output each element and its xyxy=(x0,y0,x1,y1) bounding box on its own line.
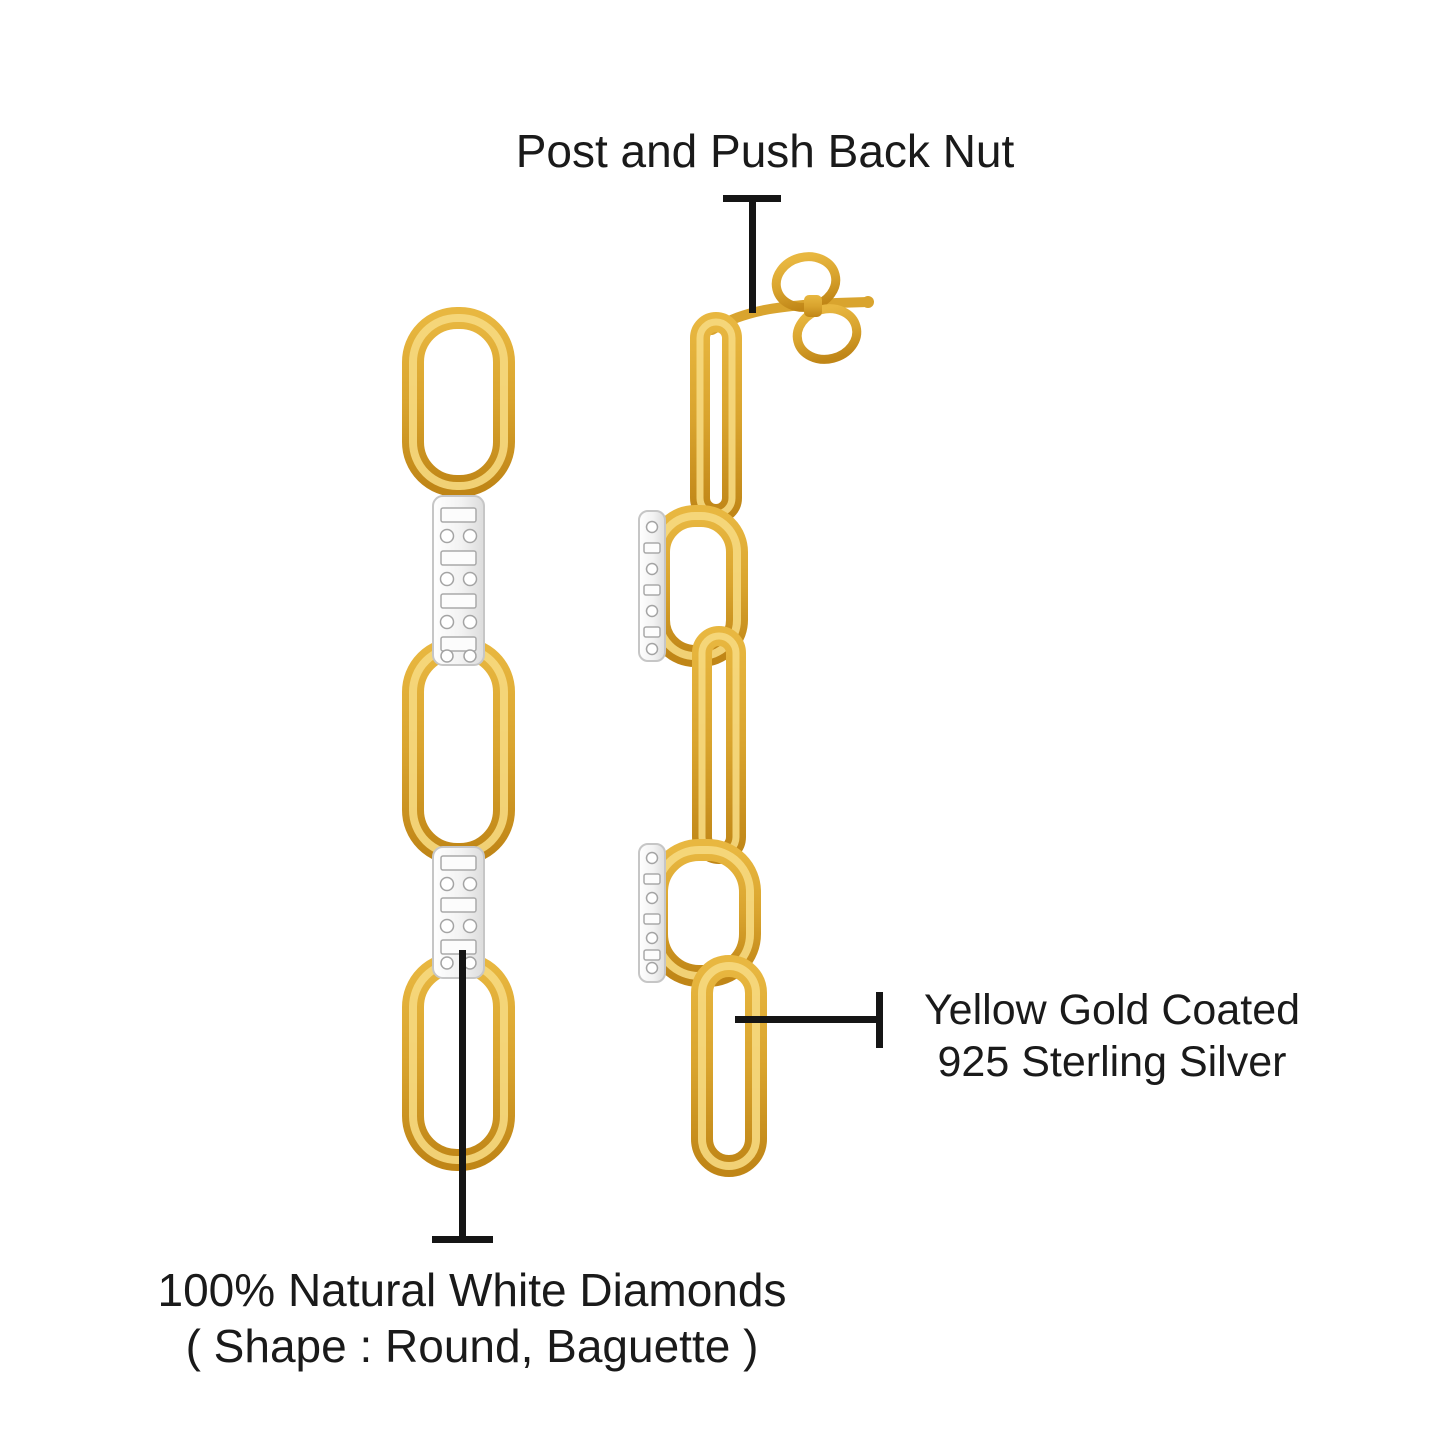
label-material-line2: 925 Sterling Silver xyxy=(937,1038,1287,1087)
diamond-baguette xyxy=(643,913,661,925)
callout-top-stem xyxy=(749,195,756,313)
diamond-round xyxy=(645,961,659,975)
diamond-round xyxy=(462,571,478,587)
diamond-round xyxy=(463,649,477,663)
diamond-round xyxy=(645,604,659,618)
callout-right-stem xyxy=(735,1016,881,1023)
callout-lines xyxy=(432,195,883,1243)
diamond-strip-upper xyxy=(638,510,666,662)
label-diamonds-line2: ( Shape : Round, Baguette ) xyxy=(185,1320,759,1373)
diamond-round xyxy=(645,891,659,905)
chain-link-side-bottom xyxy=(691,955,767,1177)
diamond-baguette xyxy=(440,593,477,609)
diamond-baguette xyxy=(440,855,477,871)
diamond-round xyxy=(645,931,659,945)
diamond-round xyxy=(439,571,455,587)
butterfly-loop-lower xyxy=(792,304,862,364)
diamond-round xyxy=(462,918,478,934)
diamond-round xyxy=(645,520,659,534)
link-outline xyxy=(691,955,767,1177)
diamond-round xyxy=(645,562,659,576)
diamond-round xyxy=(439,614,455,630)
chain-link-middle xyxy=(402,637,515,865)
diamond-round xyxy=(439,876,455,892)
link-outline xyxy=(402,952,515,1171)
diamond-round xyxy=(462,528,478,544)
callout-bottom-tick xyxy=(432,1236,493,1243)
diamond-baguette xyxy=(643,873,661,885)
link-outline xyxy=(402,307,515,497)
butterfly-clasp xyxy=(804,295,822,317)
link-highlight xyxy=(698,962,760,1170)
diamond-baguette xyxy=(643,626,661,638)
callout-right-tick xyxy=(876,992,883,1048)
diamond-round xyxy=(645,642,659,656)
diamond-bar-lower xyxy=(432,846,485,979)
diamond-baguette xyxy=(643,949,661,961)
chain-link-top xyxy=(402,307,515,497)
callout-bottom-stem xyxy=(459,950,466,1240)
diamond-round xyxy=(462,876,478,892)
push-back-nut xyxy=(771,252,862,364)
label-material-line1: Yellow Gold Coated xyxy=(923,986,1301,1034)
diamond-round xyxy=(645,851,659,865)
diamond-round xyxy=(439,528,455,544)
diamond-round xyxy=(440,956,454,970)
diamond-baguette xyxy=(440,897,477,913)
link-highlight xyxy=(409,314,508,490)
diamond-baguette xyxy=(643,584,661,596)
link-highlight xyxy=(409,644,508,858)
diamond-baguette xyxy=(440,939,477,955)
label-diamonds-line1: 100% Natural White Diamonds xyxy=(157,1264,787,1316)
link-outline xyxy=(692,626,746,864)
label-post-push-back-nut: Post and Push Back Nut xyxy=(515,125,1015,177)
post-pin-tip xyxy=(862,296,874,308)
diamond-baguette xyxy=(440,636,477,652)
diamond-baguette xyxy=(440,550,477,566)
earring-side-illustration xyxy=(638,252,874,1177)
chain-link-side-3 xyxy=(692,626,746,864)
diamond-bar-upper xyxy=(432,495,485,666)
diamond-strip-lower xyxy=(638,843,666,983)
chain-link-post-side xyxy=(690,312,742,524)
link-outline xyxy=(402,637,515,865)
label-diamonds: 100% Natural White Diamonds ( Shape : Ro… xyxy=(82,1262,862,1374)
earring-front-illustration xyxy=(402,307,515,1171)
diamond-strip-body xyxy=(638,843,666,983)
diamond-round xyxy=(439,918,455,934)
diamond-baguette xyxy=(643,542,661,554)
diamond-round xyxy=(440,649,454,663)
chain-link-bottom xyxy=(402,952,515,1171)
diamond-baguette xyxy=(440,507,477,523)
link-outline xyxy=(690,312,742,524)
label-material: Yellow Gold Coated 925 Sterling Silver xyxy=(897,984,1327,1089)
diamond-round xyxy=(462,614,478,630)
